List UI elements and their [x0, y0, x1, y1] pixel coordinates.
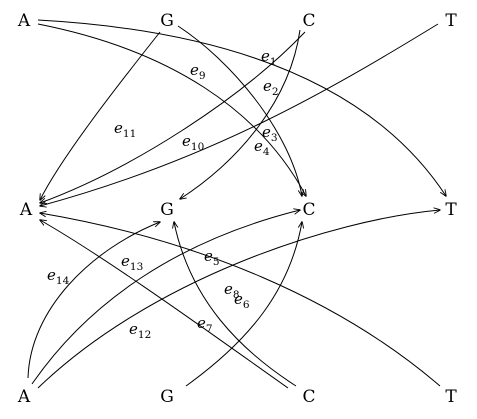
edge-label-e8: e8	[224, 280, 240, 301]
edge-top-c-to-mid-g	[180, 29, 301, 199]
edge-top-t-to-mid-a	[40, 23, 439, 206]
edge-bot-c-to-mid-g	[174, 222, 297, 387]
edge-top-g-to-mid-a	[40, 31, 161, 200]
node-mid-a: A	[19, 200, 33, 220]
edge-label-e1: e1	[261, 47, 277, 68]
edge-label-e9: e9	[190, 61, 206, 82]
edge-label-e11: e11	[114, 119, 136, 140]
node-top-a: A	[17, 11, 31, 31]
edge-top-a-to-mid-t	[37, 19, 446, 196]
edge-bot-a-to-mid-g	[27, 222, 160, 379]
node-top-g: G	[160, 11, 174, 31]
node-bot-g: G	[160, 387, 174, 407]
edge-top-g-to-mid-c	[177, 25, 302, 196]
edge-bot-a-to-mid-c	[31, 210, 300, 385]
edge-label-e14: e14	[47, 266, 70, 287]
node-bot-t: T	[445, 387, 457, 407]
edge-label-e10: e10	[182, 132, 204, 153]
node-top-c: C	[302, 11, 315, 31]
edge-label-e2: e2	[263, 77, 279, 98]
node-bot-c: C	[302, 387, 315, 407]
edge-bot-t-to-mid-a	[40, 213, 441, 387]
edge-label-e6: e6	[234, 290, 250, 311]
edge-label-e12: e12	[129, 320, 151, 341]
edge-label-e3: e3	[262, 123, 278, 144]
node-mid-t: T	[445, 200, 457, 220]
edge-label-e5: e5	[204, 247, 220, 268]
node-top-t: T	[445, 11, 457, 31]
edge-label-e4: e4	[254, 137, 270, 158]
node-mid-c: C	[302, 200, 315, 220]
edge-label-e7: e7	[197, 314, 213, 335]
edge-top-c-to-mid-a	[40, 31, 306, 203]
edge-bot-g-to-mid-c	[185, 222, 302, 387]
edge-label-e13: e13	[121, 252, 143, 273]
edge-bot-a-to-mid-t	[37, 210, 440, 389]
edge-top-a-to-mid-c	[37, 23, 306, 196]
edge-bot-c-to-mid-a	[40, 220, 289, 389]
node-bot-a: A	[17, 387, 31, 407]
node-mid-g: G	[160, 200, 174, 220]
